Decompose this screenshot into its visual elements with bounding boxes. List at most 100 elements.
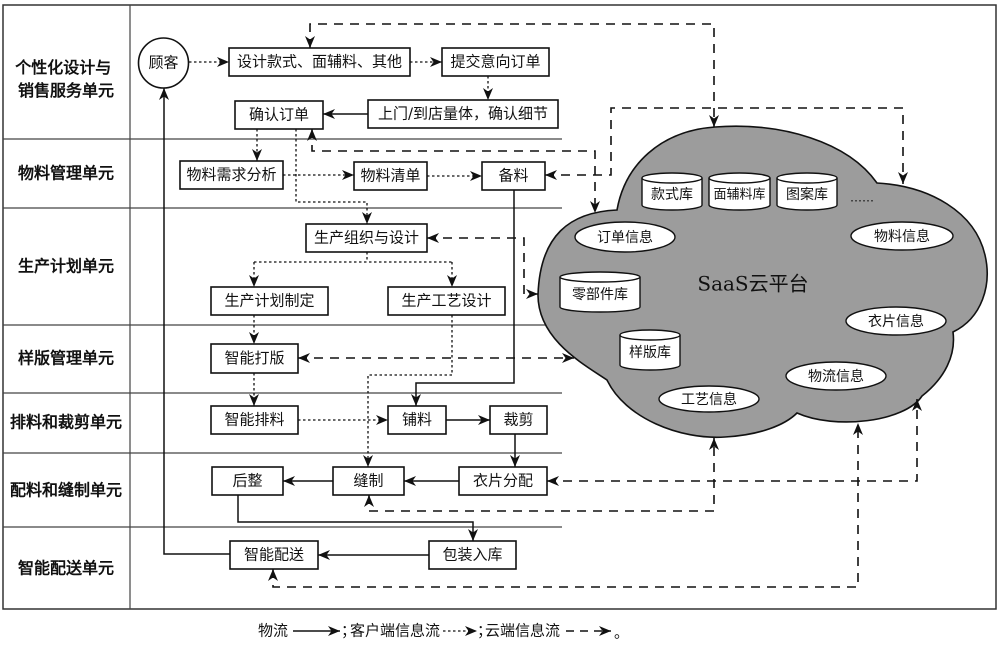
node-box: [367, 99, 559, 129]
more-databases-ellipsis: ……: [850, 191, 874, 205]
node-label: 上门/到店量体，确认细节: [378, 105, 548, 123]
node-box: [387, 286, 506, 316]
node-box: [428, 540, 517, 570]
database-label: 面辅料库: [713, 187, 765, 203]
node-label: 缝制: [353, 472, 383, 490]
info-pieces: 衣片信息: [845, 306, 947, 336]
customer-circle: [137, 37, 190, 89]
node-label: 物料需求分析: [186, 166, 276, 184]
database-icon: [708, 178, 771, 211]
info-label: 衣片信息: [868, 313, 924, 330]
info-order: 订单信息: [574, 221, 676, 253]
node-submit-order: 提交意向订单: [441, 47, 550, 77]
node-material-analysis: 物料需求分析: [179, 160, 284, 190]
database-style-library: 款式库: [641, 172, 703, 211]
node-box: [210, 286, 329, 316]
arrow-design-cloud: [305, 23, 719, 127]
node-label: 智能打版: [224, 349, 284, 367]
node-box: [305, 223, 428, 253]
legend-separator: ；: [341, 622, 356, 640]
arrow-process-to-sewing: [363, 315, 453, 467]
info-process: 工艺信息: [658, 385, 760, 413]
lane-label-marker-cutting: 排料和裁剪单元: [10, 413, 122, 432]
lane-label-delivery: 智能配送单元: [18, 559, 114, 578]
database-label: 样版库: [629, 345, 671, 361]
node-label: 生产工艺设计: [401, 292, 491, 310]
node-label: 铺料: [402, 411, 432, 429]
node-box: [210, 343, 299, 374]
database-fabric-library: 面辅料库: [708, 172, 771, 211]
customer-node: 顾客: [137, 37, 190, 89]
info-ellipse: [785, 361, 887, 391]
node-box: [481, 161, 546, 191]
node-cutting: 裁剪: [489, 405, 548, 435]
node-label: 提交意向订单: [450, 53, 540, 71]
node-box: [179, 160, 284, 190]
info-label: 工艺信息: [681, 391, 737, 408]
node-spreading: 铺料: [387, 405, 447, 435]
node-packaging: 包装入库: [428, 540, 517, 570]
node-label: 生产计划制定: [224, 292, 314, 310]
arrow-prep-cloud: [545, 107, 908, 184]
database-label: 款式库: [651, 187, 693, 203]
legend-end-mark: 。: [614, 624, 629, 642]
node-label: 后整: [232, 472, 262, 490]
arrow-delivery-cloud: [268, 423, 863, 588]
node-production-plan: 生产计划制定: [210, 286, 329, 316]
node-label: 包装入库: [442, 546, 502, 564]
node-box: [332, 466, 405, 496]
node-box: [229, 540, 319, 570]
node-box: [234, 100, 324, 130]
node-box: [387, 405, 447, 435]
legend-cloud-label: 云端信息流: [485, 622, 560, 640]
lane-label-line: 销售服务单元: [18, 81, 114, 100]
lane-label-material: 物料管理单元: [18, 164, 114, 183]
node-box: [489, 405, 548, 435]
database-label: 零部件库: [572, 287, 628, 303]
node-finishing: 后整: [211, 466, 284, 496]
lane-label-production-plan: 生产计划单元: [18, 257, 114, 276]
legend: 物流 ； 客户端信息流 ； 云端信息流 。: [258, 622, 629, 642]
info-label: 订单信息: [597, 229, 653, 246]
info-ellipse: [845, 306, 947, 336]
info-ellipse: [850, 221, 954, 251]
node-design: 设计款式、面辅料、其他: [228, 47, 411, 77]
node-label: 设计款式、面辅料、其他: [237, 53, 402, 71]
node-box: [441, 47, 550, 77]
node-smart-delivery: 智能配送: [229, 540, 319, 570]
info-label: 物流信息: [808, 368, 864, 385]
diagram-frame: [2, 4, 997, 610]
node-box: [353, 161, 428, 191]
database-icon-top: [641, 172, 703, 184]
node-label: 物料清单: [360, 167, 420, 185]
node-measure: 上门/到店量体，确认细节: [367, 99, 559, 129]
node-material-list: 物料清单: [353, 161, 428, 191]
database-icon-top: [559, 271, 641, 283]
node-label: 备料: [498, 167, 528, 185]
database-icon: [776, 178, 838, 211]
node-confirm-order: 确认订单: [234, 100, 324, 130]
info-logistics: 物流信息: [785, 361, 887, 391]
node-box: [210, 405, 299, 435]
lane-label-line: 个性化设计与: [14, 58, 111, 77]
cloud-title: SaaS云平台: [697, 272, 808, 296]
database-icon-top: [776, 172, 838, 184]
database-icon-top: [619, 329, 681, 341]
arrow-finishing-to-packaging: [237, 495, 478, 541]
info-ellipse: [574, 221, 676, 253]
customer-label: 顾客: [148, 54, 178, 72]
database-label: 图案库: [786, 186, 828, 203]
arrow-production-org-cloud: [427, 233, 538, 299]
database-pattern-library: 图案库: [776, 172, 838, 211]
node-smart-marker: 智能排料: [210, 405, 299, 435]
node-process-design: 生产工艺设计: [387, 286, 506, 316]
database-icon: [641, 178, 703, 211]
database-parts-library: 零部件库: [559, 271, 641, 313]
node-label: 衣片分配: [473, 472, 533, 490]
node-box: [211, 466, 284, 496]
info-material: 物料信息: [850, 221, 954, 251]
lane-label-sample: 样版管理单元: [18, 349, 114, 368]
database-icon: [619, 335, 681, 371]
legend-client-label: 客户端信息流: [350, 622, 440, 640]
